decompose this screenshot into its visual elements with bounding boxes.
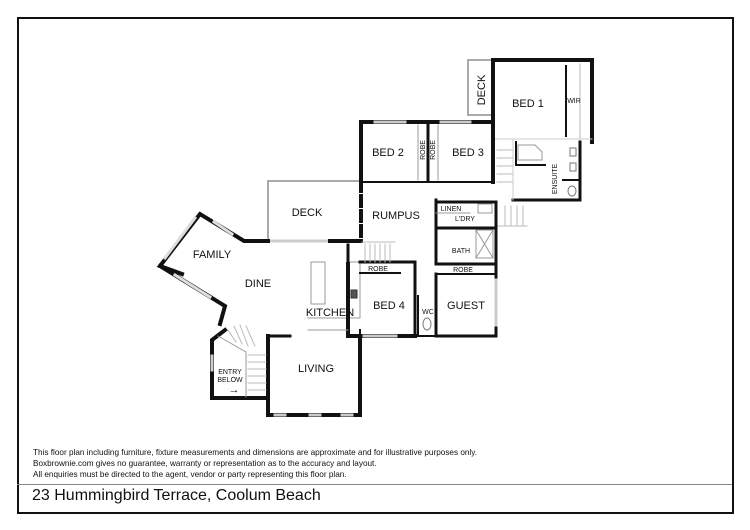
label-upper-deck: DECK: [476, 74, 488, 105]
label-entry: ENTRY: [218, 369, 242, 376]
label-kitchen: KITCHEN: [306, 307, 354, 319]
label-ensuite: ENSUITE: [552, 164, 559, 195]
label-bed-1: BED 1: [512, 98, 544, 110]
label-below: BELOW: [217, 377, 243, 384]
label-linen: LINEN: [441, 206, 462, 213]
label-robe-bed-4: ROBE: [368, 266, 388, 273]
label-robe-bed-3: ROBE: [430, 140, 437, 160]
label-laundry: L'DRY: [455, 216, 475, 223]
label-robe-guest: ROBE: [453, 267, 473, 274]
disclaimer-line: This floor plan including furniture, fix…: [33, 448, 478, 457]
label-deck: DECK: [292, 207, 323, 219]
label-bath: BATH: [452, 248, 470, 255]
disclaimer: This floor plan including furniture, fix…: [33, 447, 477, 480]
label-robe-bed-2: ROBE: [420, 140, 427, 160]
label-family: FAMILY: [193, 249, 232, 261]
label-bed-4: BED 4: [373, 300, 405, 312]
property-address: 23 Hummingbird Terrace, Coolum Beach: [32, 487, 321, 504]
label-guest: GUEST: [447, 300, 485, 312]
disclaimer-line: Boxbrownie.com gives no guarantee, warra…: [33, 459, 377, 468]
disclaimer-line: All enquiries must be directed to the ag…: [33, 470, 347, 479]
entry-arrow-icon: →: [229, 384, 240, 396]
label-wc: WC: [422, 309, 434, 316]
label-dine: DINE: [245, 278, 271, 290]
footer-divider: [17, 484, 732, 485]
page-border: [17, 17, 734, 514]
label-wir: WIR: [567, 98, 581, 105]
label-bed-2: BED 2: [372, 147, 404, 159]
label-bed-3: BED 3: [452, 147, 484, 159]
label-rumpus: RUMPUS: [372, 210, 420, 222]
label-living: LIVING: [298, 363, 334, 375]
